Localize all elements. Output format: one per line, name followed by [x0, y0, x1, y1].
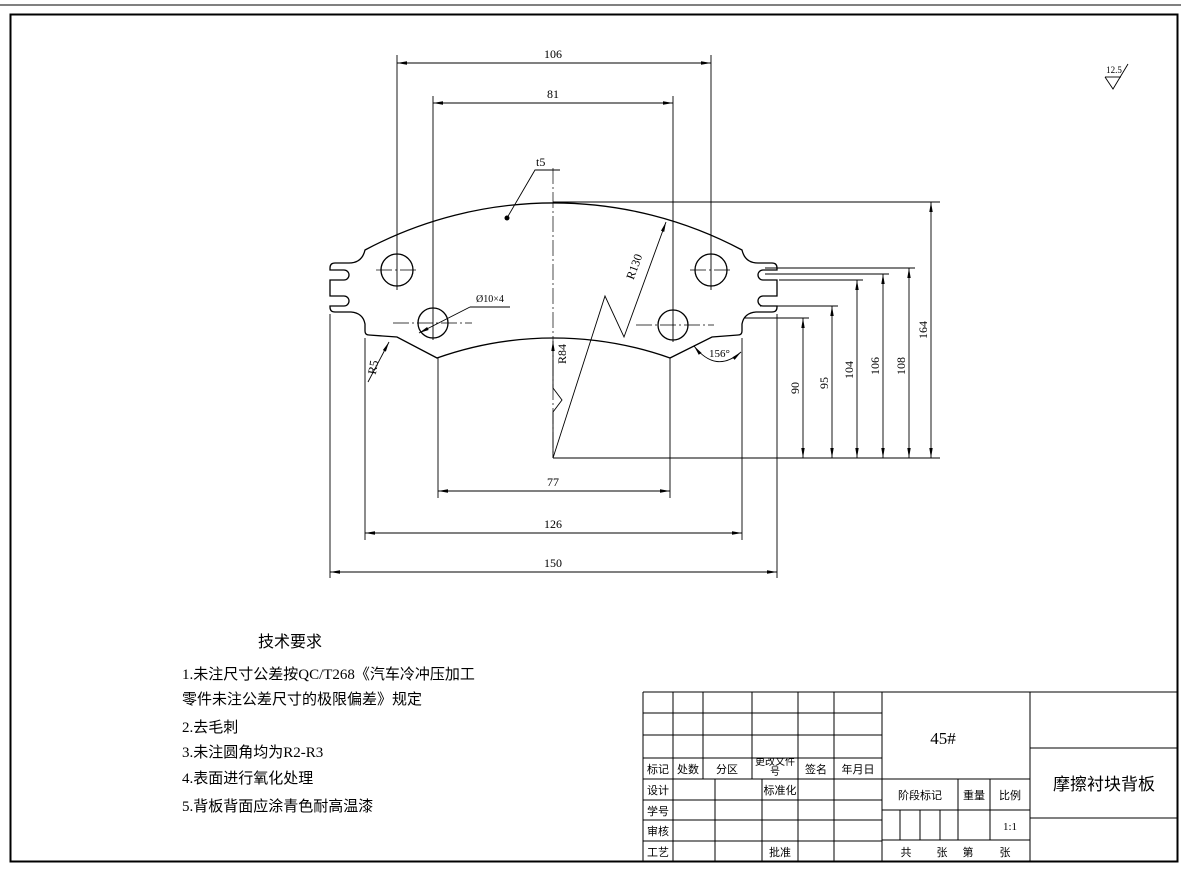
requirement-item: 4.表面进行氧化处理: [182, 770, 313, 787]
label-sheets-total-unit: 张: [937, 846, 948, 859]
label-date: 年月日: [842, 762, 875, 776]
angle-arc: [693, 345, 742, 362]
label-signature: 签名: [805, 762, 827, 776]
top-radius-label: R130: [623, 252, 645, 281]
label-process: 工艺: [647, 846, 669, 859]
holes-leader: [418, 306, 471, 334]
label-mark: 标记: [647, 762, 669, 776]
dim-text-95: 95: [817, 377, 831, 389]
label-approval: 批准: [769, 845, 791, 859]
label-design: 设计: [647, 784, 669, 797]
fillet-label: R5: [365, 359, 381, 375]
requirement-item: 3.未注圆角均为R2-R3: [182, 744, 323, 761]
label-review: 审核: [647, 824, 669, 838]
holes-label: Ø10×4: [476, 294, 504, 305]
extension-lines: [329, 55, 940, 578]
label-standardization: 标准化: [764, 783, 797, 797]
dim-text-81: 81: [547, 87, 559, 101]
dim-text-106: 106: [544, 47, 562, 61]
label-student-no: 学号: [647, 804, 669, 818]
sheet-border: [0, 4, 1181, 863]
label-change-doc: 更改文件号: [755, 758, 795, 778]
label-stage-mark: 阶段标记: [898, 788, 942, 802]
requirements-title: 技术要求: [258, 633, 322, 651]
centerlines: [376, 168, 732, 458]
annotations: t5 Ø10×4 R5 R84 R130 156°: [365, 155, 742, 459]
dim-text-77: 77: [547, 475, 559, 489]
dim-text-90: 90: [788, 382, 802, 394]
dim-text-104: 104: [842, 361, 856, 379]
frame-rect: [9, 13, 1179, 863]
requirement-item: 2.去毛刺: [182, 719, 238, 736]
dimension-texts: 106 81 77 126 150 90 95 104 106 108 164: [544, 47, 930, 570]
bottom-radius-leader: [551, 341, 563, 458]
label-sheet-no: 第: [963, 845, 974, 859]
scale-value: 1:1: [1003, 821, 1017, 833]
roughness-symbol: 12.5: [1104, 63, 1129, 90]
title-block-grid: [642, 691, 1178, 862]
dim-text-150: 150: [544, 556, 562, 570]
dim-text-164: 164: [916, 321, 930, 339]
title-block-texts: 标记 处数 分区 签名 年月日 设计 标准化 学号 审核 工艺 批准 45# 阶…: [647, 729, 1155, 859]
thickness-label: t5: [536, 155, 545, 169]
fillet-leader: [367, 341, 390, 383]
dim-text-126: 126: [544, 517, 562, 531]
requirement-item: 5.背板背面应涂青色耐高温漆: [182, 797, 373, 815]
label-total: 共: [901, 846, 912, 859]
label-scale: 比例: [999, 788, 1021, 802]
roughness-value: 12.5: [1106, 65, 1122, 75]
top-radius-leader: [552, 221, 667, 459]
material-value: 45#: [930, 729, 956, 748]
part-name: 摩擦衬块背板: [1053, 775, 1155, 794]
dim-text-108: 108: [894, 357, 908, 375]
label-count: 处数: [677, 763, 699, 776]
bottom-radius-label: R84: [555, 344, 569, 364]
dimension-lines: [330, 61, 933, 574]
roughness-mark: [1104, 63, 1129, 90]
label-weight: 重量: [963, 788, 985, 802]
technical-requirements: 技术要求 1.未注尺寸公差按QC/T268《汽车冷冲压加工 零件未注公差尺寸的极…: [182, 633, 475, 815]
thickness-leader: [506, 169, 560, 219]
angle-label: 156°: [709, 348, 730, 360]
dim-text-106-vertical: 106: [868, 357, 882, 375]
requirement-item: 1.未注尺寸公差按QC/T268《汽车冷冲压加工: [182, 666, 475, 683]
part-outline: [329, 202, 778, 359]
label-zone: 分区: [716, 763, 738, 776]
requirement-item: 零件未注公差尺寸的极限偏差》规定: [182, 691, 422, 708]
label-sheet-no-unit: 张: [1000, 846, 1011, 859]
